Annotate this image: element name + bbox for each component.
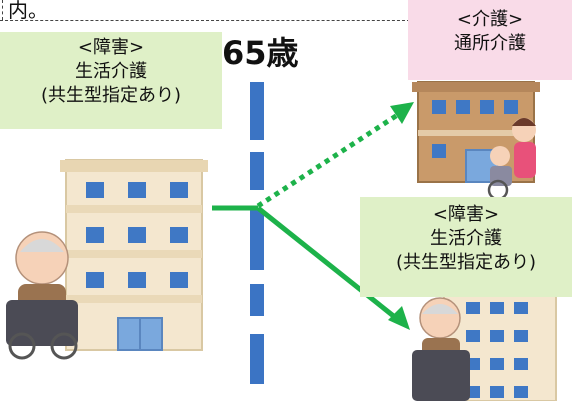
transition-arrow-solid	[212, 205, 410, 330]
left-building-icon	[60, 159, 208, 351]
bottom-right-service-label: <障害> 生活介護 (共生型指定あり)	[360, 197, 572, 297]
left-service-note: (共生型指定あり)	[40, 85, 182, 106]
age-threshold-label: 65歳	[222, 34, 299, 72]
bottom-right-service-category: <障害>	[432, 204, 500, 225]
left-wheelchair-user-icon	[6, 231, 78, 360]
left-service-label: <障害> 生活介護 (共生型指定あり)	[0, 32, 222, 129]
bottom-right-service-name: 生活介護	[430, 228, 502, 249]
bottom-right-wheelchair-user-icon	[412, 297, 470, 401]
frame-dashed-horizontal	[0, 20, 410, 21]
caregiver-and-wheelchair-icon	[487, 118, 536, 201]
top-right-service-category: <介護>	[456, 9, 524, 30]
age-divider-line	[250, 82, 264, 384]
left-service-name: 生活介護	[75, 61, 147, 82]
transition-arrow-dotted	[256, 102, 414, 209]
left-service-category: <障害>	[77, 37, 145, 58]
frame-dashed-vertical	[2, 0, 3, 20]
top-right-service-label: <介護> 通所介護	[408, 0, 572, 80]
bottom-right-service-note: (共生型指定あり)	[395, 252, 537, 273]
top-text-fragment: 内。	[8, 0, 48, 22]
top-right-service-name: 通所介護	[454, 33, 526, 54]
